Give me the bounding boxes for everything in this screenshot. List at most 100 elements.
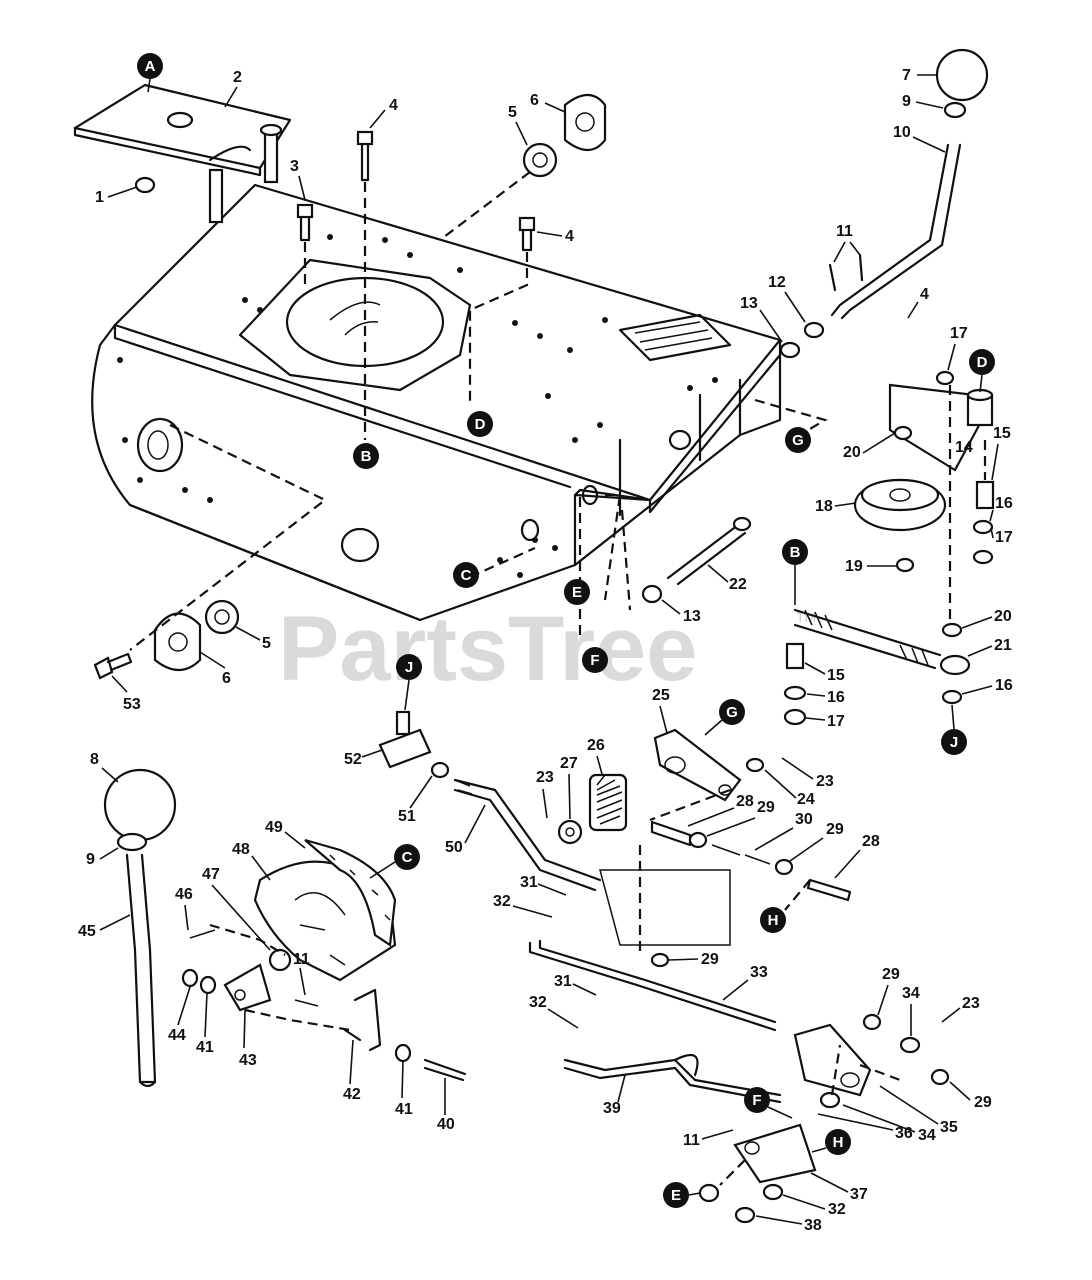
label-13-mid: 13 xyxy=(661,599,701,625)
label-28-right: 28 xyxy=(834,833,880,879)
callout-D-frame: D xyxy=(467,411,493,437)
callout-G-lever: G xyxy=(704,699,745,736)
svg-text:21: 21 xyxy=(994,637,1012,654)
svg-text:6: 6 xyxy=(530,92,539,109)
hardware xyxy=(93,93,828,680)
label-43: 43 xyxy=(239,1009,257,1069)
part-number-labels: 1 2 3 4 4 4 5 5 6 6 7 8 9 9 10 11 11 11 … xyxy=(78,67,1013,1234)
callout-E-frame: E xyxy=(564,579,590,605)
label-51: 51 xyxy=(398,775,433,825)
svg-text:34: 34 xyxy=(918,1127,936,1144)
svg-text:11: 11 xyxy=(683,1132,700,1149)
callout-J-left: J xyxy=(396,654,422,711)
svg-text:17: 17 xyxy=(827,713,845,730)
svg-text:51: 51 xyxy=(398,808,416,825)
label-11-mid: 11 xyxy=(293,951,310,996)
svg-text:29: 29 xyxy=(701,951,719,968)
svg-text:7: 7 xyxy=(902,67,911,84)
label-38: 38 xyxy=(755,1215,822,1234)
svg-text:45: 45 xyxy=(78,923,96,940)
svg-text:G: G xyxy=(726,704,738,721)
label-17-mid: 17 xyxy=(805,713,845,730)
svg-text:E: E xyxy=(671,1187,681,1204)
quadrant-assembly xyxy=(181,838,467,1082)
svg-text:43: 43 xyxy=(239,1052,257,1069)
svg-text:48: 48 xyxy=(232,841,250,858)
svg-text:H: H xyxy=(768,912,779,929)
label-12: 12 xyxy=(768,274,806,323)
label-17-top: 17 xyxy=(947,325,968,371)
callout-C-frame: C xyxy=(453,562,479,588)
svg-text:10: 10 xyxy=(893,124,911,141)
svg-text:E: E xyxy=(572,584,582,601)
label-33: 33 xyxy=(722,964,768,1001)
shift-lever-assembly xyxy=(828,48,989,320)
svg-text:20: 20 xyxy=(843,444,861,461)
svg-text:36: 36 xyxy=(895,1125,913,1142)
label-4-right: 4 xyxy=(907,286,929,319)
callout-D-arm: D xyxy=(969,349,995,393)
svg-text:32: 32 xyxy=(828,1201,846,1218)
label-23-mid: 23 xyxy=(781,757,834,790)
label-4-top: 4 xyxy=(369,97,398,129)
svg-text:32: 32 xyxy=(493,893,511,910)
label-14: 14 xyxy=(955,439,973,456)
svg-text:29: 29 xyxy=(974,1094,992,1111)
svg-text:26: 26 xyxy=(587,737,605,754)
svg-text:29: 29 xyxy=(757,799,775,816)
svg-text:13: 13 xyxy=(740,295,758,312)
label-42: 42 xyxy=(343,1039,361,1103)
svg-text:35: 35 xyxy=(940,1119,958,1136)
callout-B-frame: B xyxy=(353,443,379,469)
watermark-text: PartsTree xyxy=(278,598,697,700)
label-36: 36 xyxy=(817,1113,913,1142)
svg-text:14: 14 xyxy=(955,439,973,456)
label-39: 39 xyxy=(603,1074,626,1117)
label-5-top: 5 xyxy=(508,104,528,146)
label-29-low: 29 xyxy=(668,951,719,968)
label-45: 45 xyxy=(78,914,131,940)
label-53: 53 xyxy=(111,675,141,713)
svg-text:11: 11 xyxy=(293,951,310,968)
svg-text:C: C xyxy=(402,849,413,866)
shaft-assembly xyxy=(641,321,825,604)
svg-text:42: 42 xyxy=(343,1086,361,1103)
label-6-left: 6 xyxy=(199,651,231,687)
watermark: PartsTree TM xyxy=(278,598,816,700)
label-2: 2 xyxy=(224,69,242,108)
callout-B-rod: B xyxy=(782,539,808,605)
svg-text:B: B xyxy=(361,448,372,465)
svg-text:17: 17 xyxy=(950,325,968,342)
svg-text:29: 29 xyxy=(826,821,844,838)
label-50: 50 xyxy=(445,804,486,856)
label-20-top: 20 xyxy=(843,432,896,461)
label-27: 27 xyxy=(560,755,578,820)
svg-text:24: 24 xyxy=(797,791,815,808)
svg-text:47: 47 xyxy=(202,866,220,883)
svg-text:D: D xyxy=(977,354,988,371)
svg-text:31: 31 xyxy=(520,874,538,891)
label-37: 37 xyxy=(810,1172,868,1203)
label-32-low: 32 xyxy=(529,994,579,1029)
svg-text:16: 16 xyxy=(995,495,1013,512)
svg-text:J: J xyxy=(950,734,958,751)
svg-text:3: 3 xyxy=(290,158,299,175)
svg-text:15: 15 xyxy=(827,667,845,684)
svg-text:28: 28 xyxy=(736,793,754,810)
svg-text:22: 22 xyxy=(729,576,747,593)
label-5-left: 5 xyxy=(235,626,271,652)
svg-text:38: 38 xyxy=(804,1217,822,1234)
svg-text:23: 23 xyxy=(816,773,834,790)
label-34-low: 34 xyxy=(842,1104,936,1144)
svg-text:F: F xyxy=(590,652,599,669)
label-15-mid: 15 xyxy=(804,662,845,684)
label-3: 3 xyxy=(290,158,306,201)
label-9-top: 9 xyxy=(902,93,944,110)
svg-text:F: F xyxy=(752,1092,761,1109)
reference-callouts: A B B C C D D E E F F G G H H J J xyxy=(137,53,995,1208)
hand-lever xyxy=(103,768,177,1088)
chassis-frame xyxy=(91,183,782,622)
svg-text:2: 2 xyxy=(233,69,242,86)
svg-text:B: B xyxy=(790,544,801,561)
label-52: 52 xyxy=(344,749,383,768)
